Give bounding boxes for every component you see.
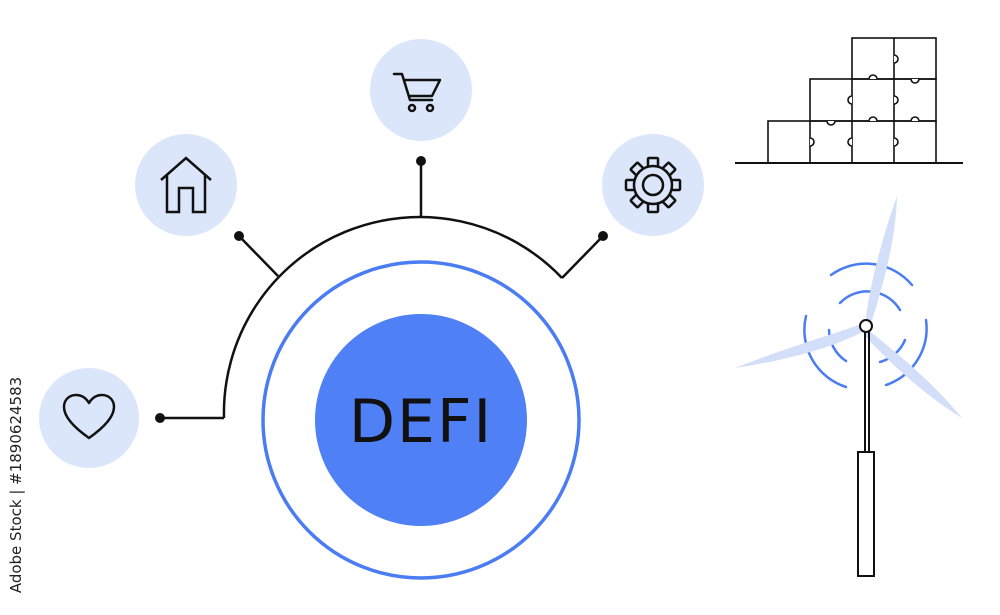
connector-gear — [561, 235, 604, 279]
heart-icon — [62, 393, 116, 440]
core-disc — [315, 314, 527, 526]
defi-label: DEFI — [349, 387, 493, 457]
home-icon — [160, 156, 212, 214]
stock-watermark: Adobe Stock | #1890624583 — [2, 365, 30, 605]
dot-gear — [598, 231, 608, 241]
connector-home — [238, 235, 279, 277]
gear-bubble — [602, 134, 704, 236]
dot-home — [234, 231, 244, 241]
home-bubble — [135, 134, 237, 236]
turbine-tower — [857, 319, 875, 577]
turbine-blades — [735, 196, 962, 418]
signal-arcs — [803, 262, 928, 389]
dot-cart — [416, 156, 426, 166]
puzzle-wall-icon — [735, 37, 963, 164]
connector-arc — [222, 215, 563, 419]
wind-turbine-icon — [735, 196, 962, 577]
shopping-cart-icon — [392, 72, 442, 113]
gear-icon — [624, 156, 682, 214]
connector-network — [160, 161, 604, 420]
cart-bubble — [370, 39, 472, 141]
defi-core: DEFI — [261, 260, 581, 580]
connector-dots — [155, 156, 608, 423]
heart-bubble — [39, 368, 139, 468]
outer-ring — [261, 260, 581, 580]
dot-heart — [155, 413, 165, 423]
stock-id-text: Adobe Stock | #1890624583 — [7, 376, 26, 594]
